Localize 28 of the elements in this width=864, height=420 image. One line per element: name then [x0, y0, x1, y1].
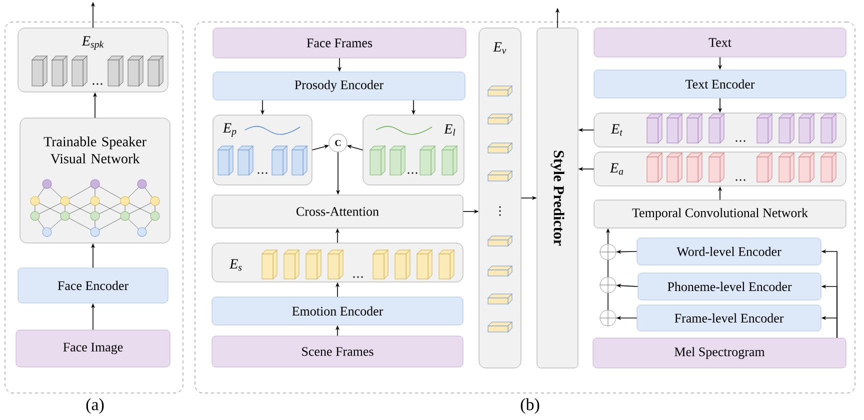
embedding-box: E$_{v}$: [478, 28, 522, 368]
process-box: Face Encoder: [18, 268, 168, 304]
process-box: Face Image: [16, 330, 170, 368]
process-box: Mel Spectrogram: [592, 338, 846, 368]
embedding-box: E$_{s}$: [212, 242, 464, 282]
node-label: (a): [86, 398, 104, 414]
network-box: Trainable Speaker Visual Network: [20, 118, 170, 244]
process-box: Phoneme-level Encoder: [638, 272, 822, 300]
node-label: (b): [520, 398, 540, 414]
embedding-box: E$_{spk}$: [18, 28, 168, 92]
process-box: Emotion Encoder: [212, 296, 464, 326]
embedding-box: E$_{t}$: [594, 112, 846, 148]
embedding-box: E$_{l}$: [362, 114, 464, 186]
process-box: Face Frames: [212, 28, 466, 58]
process-box: Temporal Convolutional Network: [594, 200, 846, 228]
sum-circle: [600, 310, 616, 326]
sum-circle: [600, 244, 616, 260]
process-box: Word-level Encoder: [636, 238, 822, 266]
process-box: Scene Frames: [212, 336, 464, 368]
embedding-box: E$_{a}$: [594, 152, 846, 186]
process-box: Text: [594, 28, 846, 58]
embedding-box: E$_{p}$: [212, 114, 312, 186]
process-box: Style Predictor: [536, 28, 578, 368]
process-box: Prosody Encoder: [212, 72, 466, 100]
process-box: Text Encoder: [594, 70, 846, 98]
sum-circle: [600, 276, 616, 294]
process-box: Frame-level Encoder: [636, 304, 822, 332]
process-box: Cross-Attention: [212, 194, 464, 228]
